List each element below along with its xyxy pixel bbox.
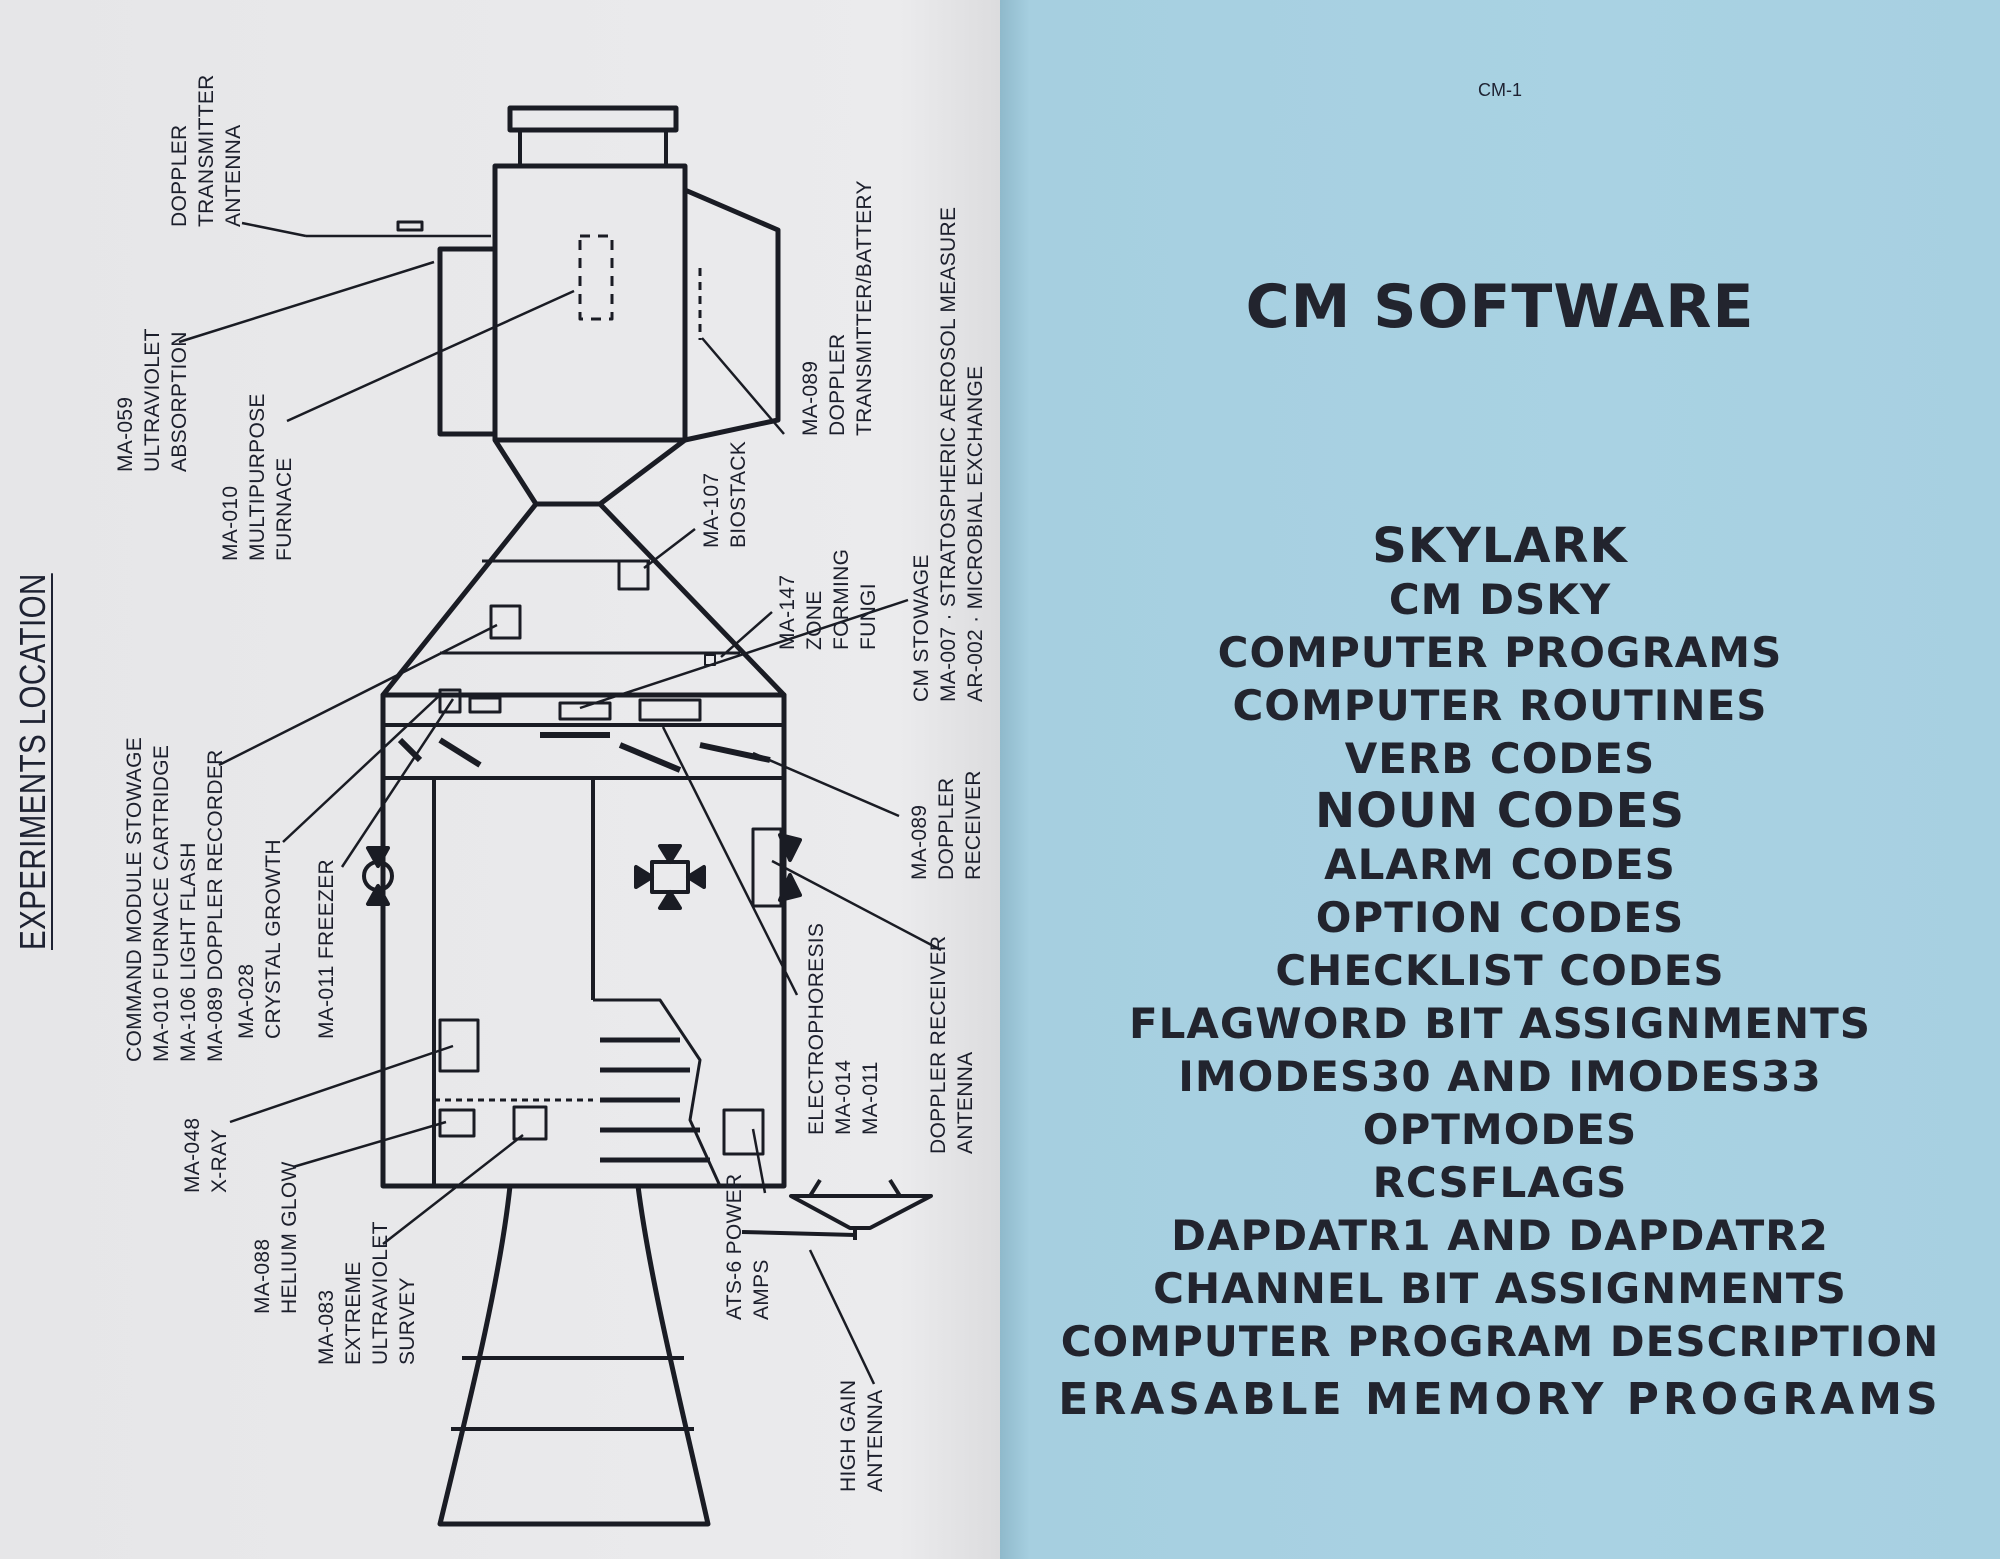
rcs-quad-right bbox=[778, 833, 802, 902]
label-ma-011: MA-011 FREEZER bbox=[313, 859, 340, 1039]
label-line: MA-147 bbox=[776, 574, 799, 650]
label-line: ULTRAVIOLET bbox=[369, 1221, 392, 1365]
engine-nozzle bbox=[437, 1185, 711, 1527]
label-line: RECEIVER bbox=[962, 770, 985, 880]
contents-item: RCSFLAGS bbox=[1372, 1158, 1628, 1207]
label-line: MA-011 bbox=[859, 1061, 882, 1135]
label-line: CRYSTAL GROWTH bbox=[262, 839, 285, 1039]
label-line: AR-002 · MICROBIAL EXCHANGE bbox=[964, 365, 987, 702]
label-line: MA-089 bbox=[799, 360, 822, 436]
label-line: MA-089 DOPPLER RECORDER bbox=[204, 749, 227, 1062]
contents-item: CM DSKY bbox=[1388, 575, 1612, 624]
label-line: EXTREME bbox=[342, 1261, 365, 1365]
label-line: FORMING bbox=[830, 548, 853, 650]
contents-item: OPTION CODES bbox=[1315, 893, 1685, 942]
label-line: COMMAND MODULE STOWAGE bbox=[123, 736, 146, 1062]
label-line: FURNACE bbox=[273, 457, 296, 561]
contents-item: IMODES30 AND IMODES33 bbox=[1178, 1052, 1822, 1101]
rcs-quad-left bbox=[362, 846, 394, 906]
contents-item: COMPUTER ROUTINES bbox=[1232, 681, 1768, 730]
label-line: BIOSTACK bbox=[727, 440, 750, 548]
page-title: CM SOFTWARE bbox=[1245, 272, 1755, 342]
rcs-quad-center bbox=[634, 844, 706, 910]
label-line: ANTENNA bbox=[954, 1051, 977, 1154]
label-line: MA-106 LIGHT FLASH bbox=[177, 842, 200, 1062]
contents-item: COMPUTER PROGRAMS bbox=[1217, 628, 1783, 677]
docking-module bbox=[437, 105, 781, 507]
label-line: MA-010 FURNACE CARTRIDGE bbox=[150, 744, 173, 1062]
label-line: TRANSMITTER/BATTERY bbox=[853, 180, 876, 436]
label-line: ZONE bbox=[803, 590, 826, 650]
label-line: TRANSMITTER bbox=[195, 74, 218, 227]
cm-software-page: CM-1 CM SOFTWARE SKYLARK CM DSKY COMPUTE… bbox=[1000, 0, 2000, 1559]
contents-list: SKYLARK CM DSKY COMPUTER PROGRAMS COMPUT… bbox=[1000, 520, 2000, 1432]
label-line: HIGH GAIN bbox=[837, 1379, 860, 1492]
label-line: SURVEY bbox=[396, 1277, 419, 1365]
high-gain-antenna bbox=[741, 1178, 933, 1240]
contents-item: CHANNEL BIT ASSIGNMENTS bbox=[1153, 1264, 1847, 1313]
label-line: ATS-6 POWER bbox=[723, 1173, 746, 1320]
label-line: DOPPLER bbox=[826, 333, 849, 436]
page-number: CM-1 bbox=[1478, 80, 1522, 100]
label-line: MA-048 bbox=[181, 1117, 204, 1193]
label-line: ABSORPTION bbox=[168, 331, 191, 472]
contents-item: OPTMODES bbox=[1362, 1105, 1638, 1154]
label-line: MA-011 FREEZER bbox=[315, 858, 338, 1039]
contents-item: ERASABLE MEMORY PROGRAMS bbox=[1058, 1374, 1942, 1425]
contents-item: NOUN CODES bbox=[1314, 783, 1686, 839]
label-line: MULTIPURPOSE bbox=[246, 393, 269, 561]
contents-item: VERB CODES bbox=[1344, 734, 1656, 783]
label-line: DOPPLER bbox=[935, 777, 958, 880]
label-line: MA-028 bbox=[235, 963, 258, 1039]
label-line: AMPS bbox=[750, 1259, 773, 1320]
contents-item: ALARM CODES bbox=[1324, 840, 1676, 889]
label-line: MA-014 bbox=[832, 1059, 855, 1135]
label-line: ANTENNA bbox=[222, 124, 245, 227]
label-line: MA-059 bbox=[114, 396, 137, 472]
service-module bbox=[362, 688, 802, 1189]
contents-item: SKYLARK bbox=[1372, 518, 1628, 574]
contents-item: DAPDATR1 AND DAPDATR2 bbox=[1171, 1211, 1829, 1260]
label-line: MA-010 bbox=[219, 485, 242, 561]
label-line: ELECTROPHORESIS bbox=[805, 922, 828, 1135]
label-line: ULTRAVIOLET bbox=[141, 328, 164, 472]
label-line: HELIUM GLOW bbox=[278, 1161, 301, 1314]
label-line: MA-107 bbox=[700, 472, 723, 548]
contents-item: COMPUTER PROGRAM DESCRIPTION bbox=[1060, 1317, 1940, 1366]
label-line: MA-088 bbox=[251, 1238, 274, 1314]
label-line: MA-089 bbox=[908, 804, 931, 880]
label-line: DOPPLER bbox=[168, 124, 191, 227]
label-line: FUNGI bbox=[857, 583, 880, 650]
contents-item: CHECKLIST CODES bbox=[1275, 946, 1725, 995]
label-line: ANTENNA bbox=[864, 1389, 887, 1492]
contents-item: FLAGWORD BIT ASSIGNMENTS bbox=[1128, 999, 1872, 1048]
label-line: X-RAY bbox=[208, 1128, 231, 1193]
experiments-location-title: EXPERIMENTS LOCATION bbox=[12, 573, 53, 950]
label-line: CM STOWAGE bbox=[910, 554, 933, 702]
label-line: MA-083 bbox=[315, 1289, 338, 1365]
spacecraft-diagram bbox=[178, 105, 942, 1527]
leader-lines bbox=[178, 220, 942, 1385]
label-line: MA-007 · STRATOSPHERIC AEROSOL MEASURE bbox=[937, 206, 960, 702]
label-line: DOPPLER RECEIVER bbox=[927, 935, 950, 1154]
